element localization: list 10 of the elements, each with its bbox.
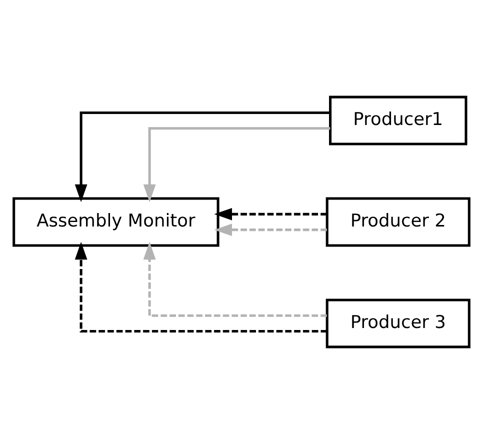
arrow (214, 223, 327, 236)
node-box: Assembly Monitor (12, 196, 220, 246)
arrow (74, 241, 327, 332)
arrow (214, 207, 327, 220)
node-box: Producer 2 (326, 196, 470, 246)
node-box: Producer 3 (326, 298, 470, 348)
node-box: Producer1 (329, 95, 468, 145)
arrow (143, 241, 327, 316)
arrow (74, 110, 330, 202)
arrow (143, 126, 330, 202)
